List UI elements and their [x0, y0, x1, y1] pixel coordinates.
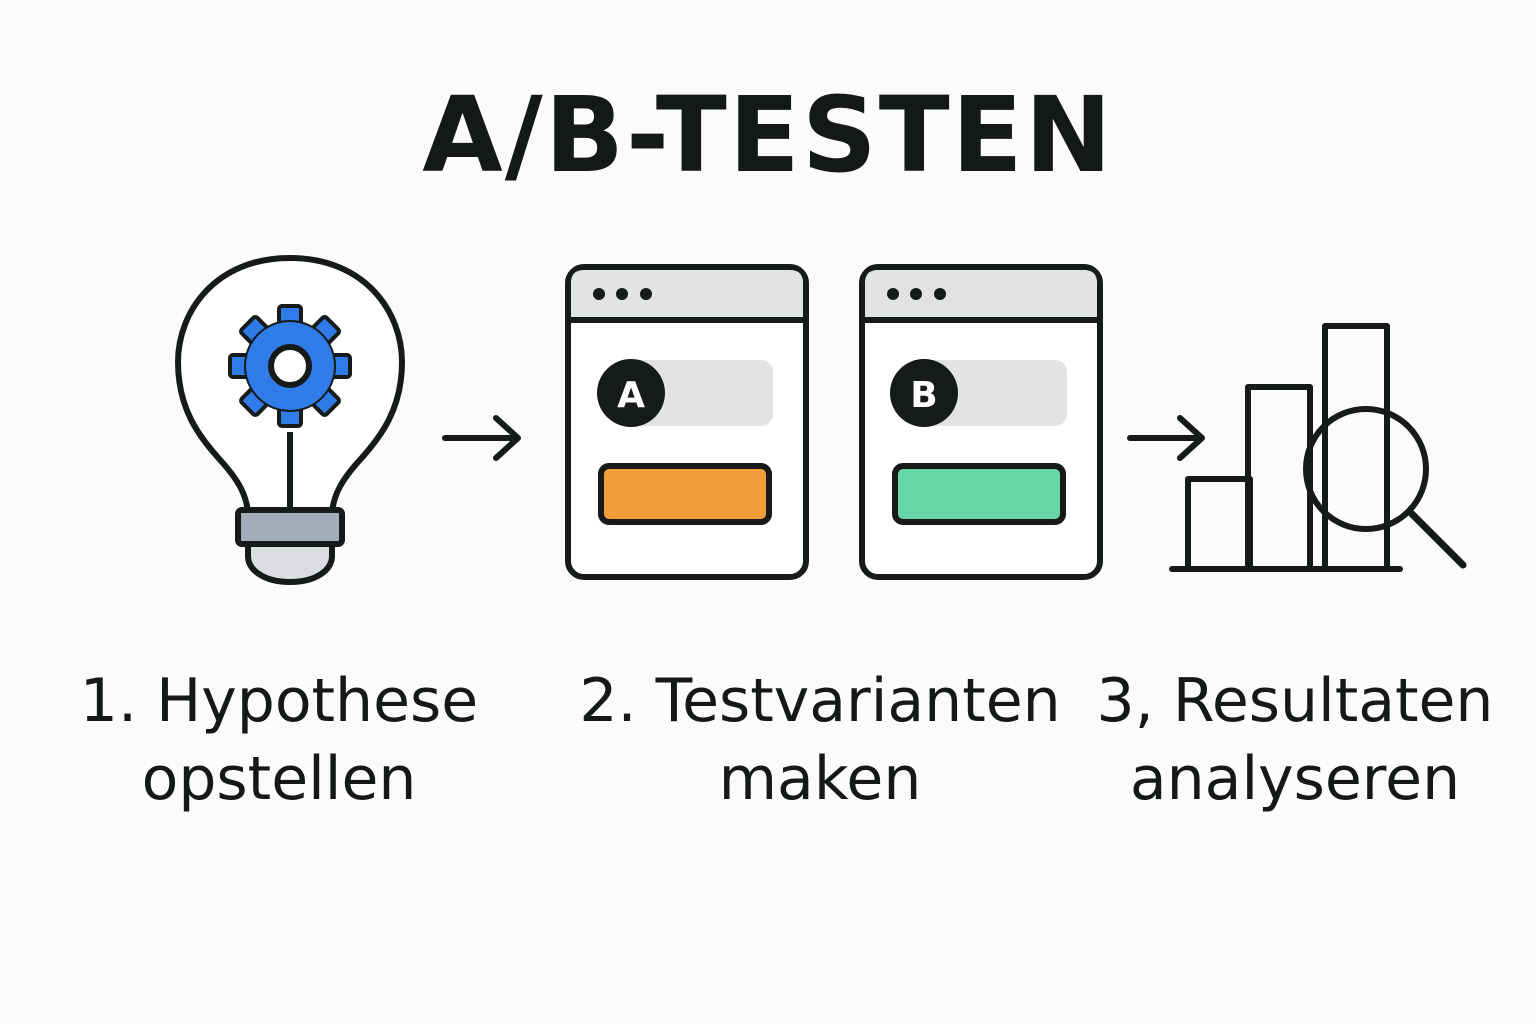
variant-a-window-icon: A	[565, 264, 809, 580]
variant-a-badge	[597, 359, 665, 427]
bar-chart-magnifier-icon	[1169, 323, 1467, 572]
arrow-right-icon	[1127, 415, 1205, 461]
step-2-label: 2. Testvarianten maken	[560, 662, 1080, 818]
gear-icon	[228, 304, 352, 428]
lightbulb-gear-icon	[175, 255, 405, 585]
variant-a-cta-button	[598, 463, 772, 525]
bulb-base	[235, 507, 345, 547]
step-1-line-1: 1. Hypothese	[79, 666, 479, 736]
chart-bar-tall	[1322, 323, 1390, 572]
chart-bar-medium	[1245, 384, 1313, 572]
arrow-right-icon	[442, 415, 521, 461]
magnifier-lens	[1303, 406, 1429, 532]
chart-bar-small	[1185, 476, 1253, 572]
step-1-line-2: opstellen	[141, 744, 417, 814]
step-3-line-1: 3, Resultaten	[1096, 666, 1494, 736]
variant-b-badge	[890, 359, 958, 427]
variant-b-window-icon: B	[859, 264, 1103, 580]
diagram-title: A/B-TESTEN	[422, 74, 1114, 196]
variant-b-badge-label: B	[910, 375, 937, 416]
step-3-label: 3, Resultaten analyseren	[1090, 662, 1500, 818]
step-1-label: 1. Hypothese opstellen	[40, 662, 518, 818]
bulb-cap	[245, 541, 335, 585]
magnifier-handle	[1406, 508, 1467, 569]
variant-b-cta-button	[892, 463, 1066, 525]
step-2-line-2: maken	[718, 744, 922, 814]
step-3-line-2: analyseren	[1129, 744, 1461, 814]
variant-a-badge-label: A	[617, 375, 645, 416]
step-2-line-1: 2. Testvarianten	[579, 666, 1061, 736]
